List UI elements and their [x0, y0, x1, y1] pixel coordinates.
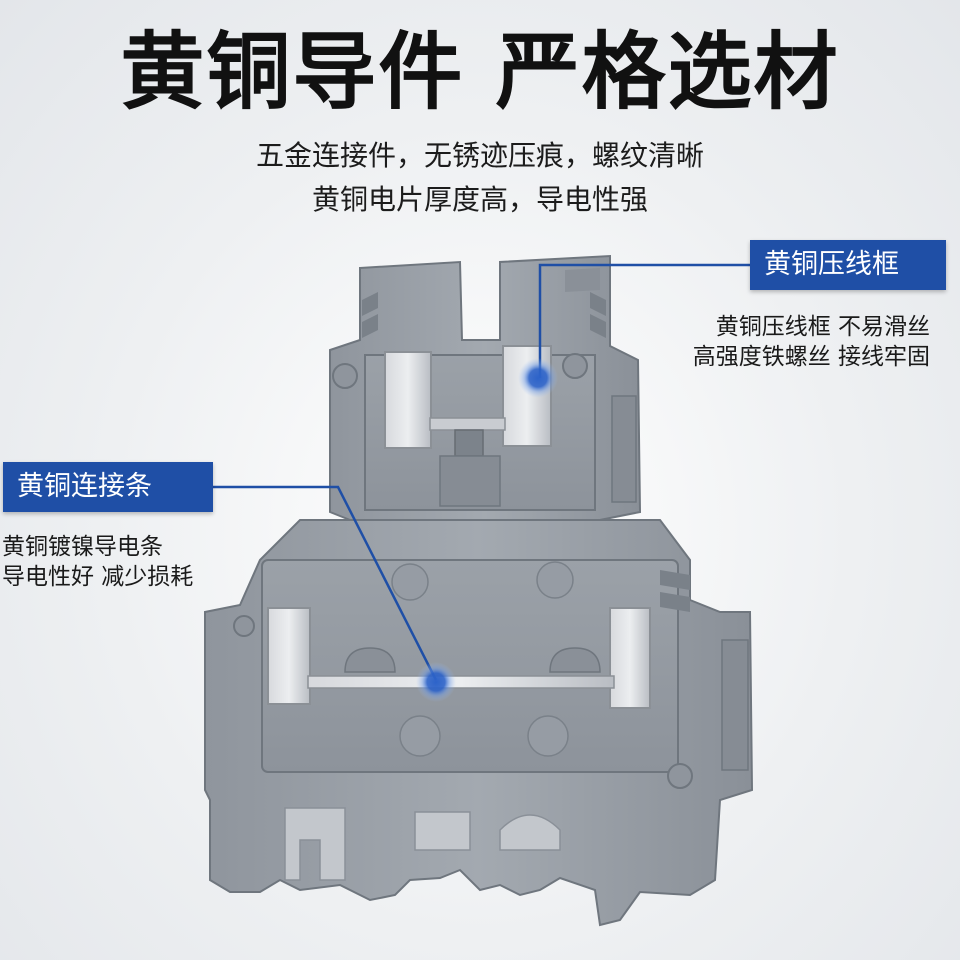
headline: 黄铜导件 严格选材 [120, 23, 840, 121]
lower-clamp-right [609, 607, 651, 709]
clamp-callout-label: 黄铜压线框 [750, 240, 946, 290]
subheading-2: 黄铜电片厚度高，导电性强 [311, 183, 648, 216]
subheading-1: 五金连接件，无锈迹压痕，螺纹清晰 [255, 139, 704, 172]
clamp-description: 黄铜压线框 不易滑丝 高强度铁螺丝 接线牢固 [693, 312, 930, 372]
strip-callout-label: 黄铜连接条 [3, 462, 213, 512]
upper-clamp-left [384, 351, 432, 449]
clamp-description-line-1: 黄铜压线框 不易滑丝 [715, 314, 930, 340]
clamp-callout-line [538, 263, 750, 378]
strip-description-line-2: 导电性好 减少损耗 [2, 564, 194, 590]
connecting-strip [307, 675, 615, 689]
strip-marker [416, 662, 456, 702]
lower-clamp-left [267, 607, 311, 705]
strip-callout-line [185, 485, 438, 681]
clamp-description-line-2: 高强度铁螺丝 接线牢固 [692, 344, 930, 370]
clamp-marker [518, 358, 558, 398]
strip-description: 黄铜镀镍导电条 导电性好 减少损耗 [2, 532, 193, 592]
strip-description-line-1: 黄铜镀镍导电条 [2, 534, 163, 560]
